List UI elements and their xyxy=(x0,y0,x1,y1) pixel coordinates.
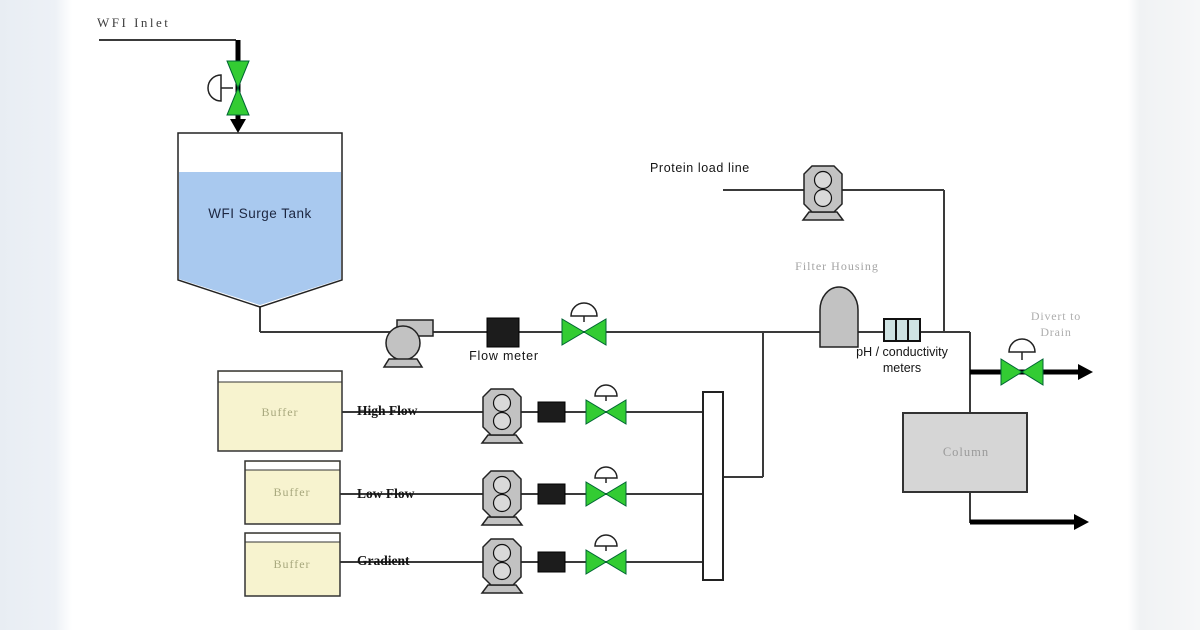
meter-body xyxy=(883,318,921,342)
low-flow-line-label: Low Flow xyxy=(357,486,415,501)
column-label: Column xyxy=(942,445,990,459)
wfi-inlet-label: WFI Inlet xyxy=(97,15,171,30)
high-flow-line-label: High Flow xyxy=(357,403,418,418)
valve-bowtie-icon xyxy=(585,399,607,425)
centrifugal-pump-icon xyxy=(382,319,434,368)
divert-valve xyxy=(1000,338,1044,386)
dome-actuator-icon xyxy=(570,302,598,317)
manifold-to-main-pipe xyxy=(723,333,764,478)
meter-segments xyxy=(895,319,909,341)
ph-label-line1: pH / conductivity xyxy=(856,345,948,359)
pump-roller xyxy=(492,411,512,431)
pump-roller xyxy=(492,493,512,513)
divert-label-line1: Divert to xyxy=(1030,309,1082,323)
pump-base xyxy=(382,358,424,368)
pump-casing xyxy=(385,325,421,361)
column-body xyxy=(902,412,1028,493)
valve-bowtie-icon xyxy=(226,86,250,116)
pump-base xyxy=(480,516,524,526)
valve-bowtie-icon xyxy=(561,318,585,346)
valve-bowtie-icon xyxy=(605,481,627,507)
flow-meter-body xyxy=(537,401,566,423)
surge-tank-liquid xyxy=(179,172,341,305)
buffer-tank-headspace xyxy=(246,462,339,470)
flow-meter-label: Flow meter xyxy=(469,349,539,363)
pump-roller xyxy=(492,475,512,495)
buffer-tank-3-label: Buffer xyxy=(273,557,311,571)
dome-actuator-icon xyxy=(1008,338,1036,353)
side-actuator-icon xyxy=(207,74,222,102)
buffer-tank-headspace xyxy=(246,534,339,542)
buffer-tank-headspace xyxy=(219,372,341,382)
pump-roller xyxy=(813,188,833,208)
main-control-valve xyxy=(561,302,607,346)
ph-label-line2: meters xyxy=(882,360,922,375)
buffer-manifold xyxy=(702,391,724,581)
divert-label-line2: Drain xyxy=(1040,325,1072,339)
divert-to-drain-label: Divert to Drain xyxy=(1005,308,1107,340)
valve-bowtie-icon xyxy=(226,60,250,90)
dome-actuator-icon xyxy=(594,466,618,479)
pump-base xyxy=(801,211,845,221)
flow-meter-body xyxy=(486,317,520,348)
valve-bowtie-icon xyxy=(1000,358,1023,386)
filter-housing-body xyxy=(819,286,859,348)
pump-roller xyxy=(492,561,512,581)
dome-actuator-icon xyxy=(594,384,618,397)
valve-bowtie-icon xyxy=(605,399,627,425)
tank-inlet-arrow-icon xyxy=(230,119,246,133)
dome-actuator-icon xyxy=(594,534,618,547)
valve-bowtie-icon xyxy=(605,549,627,575)
low-flow-equipment xyxy=(480,466,627,526)
buffer-tank-1 xyxy=(217,370,343,452)
buffer-tank-body xyxy=(244,460,341,525)
wfi-inlet-valve xyxy=(207,60,250,116)
pump-roller xyxy=(492,543,512,563)
valve-bowtie-icon xyxy=(1021,358,1044,386)
valve-bowtie-icon xyxy=(585,549,607,575)
filter-housing-label: Filter Housing xyxy=(795,259,879,273)
pump-roller xyxy=(492,393,512,413)
wfi-surge-tank xyxy=(177,132,343,308)
buffer-tank-body xyxy=(217,370,343,452)
flow-meter-body xyxy=(537,483,566,505)
valve-bowtie-icon xyxy=(585,481,607,507)
peristaltic-pump-icon xyxy=(801,165,845,221)
drain-arrow-icon xyxy=(1078,364,1093,380)
protein-load-line-label: Protein load line xyxy=(650,161,750,175)
valve-bowtie-icon xyxy=(583,318,607,346)
buffer-tank-2-label: Buffer xyxy=(273,485,311,499)
ph-conductivity-meter xyxy=(883,318,921,342)
gradient-equipment xyxy=(480,534,627,594)
high-flow-equipment xyxy=(480,384,627,444)
buffer-tank-1-label: Buffer xyxy=(261,405,299,419)
column-outlet-arrow-icon xyxy=(1074,514,1089,530)
pump-base xyxy=(480,584,524,594)
pump-base xyxy=(480,434,524,444)
buffer-tank-2 xyxy=(244,460,341,525)
surge-tank-label: WFI Surge Tank xyxy=(208,206,312,221)
gradient-line-label: Gradient xyxy=(357,553,410,568)
pump-roller xyxy=(813,170,833,190)
flow-meter-body xyxy=(537,551,566,573)
buffer-tank-body xyxy=(244,532,341,597)
buffer-tank-3 xyxy=(244,532,341,597)
